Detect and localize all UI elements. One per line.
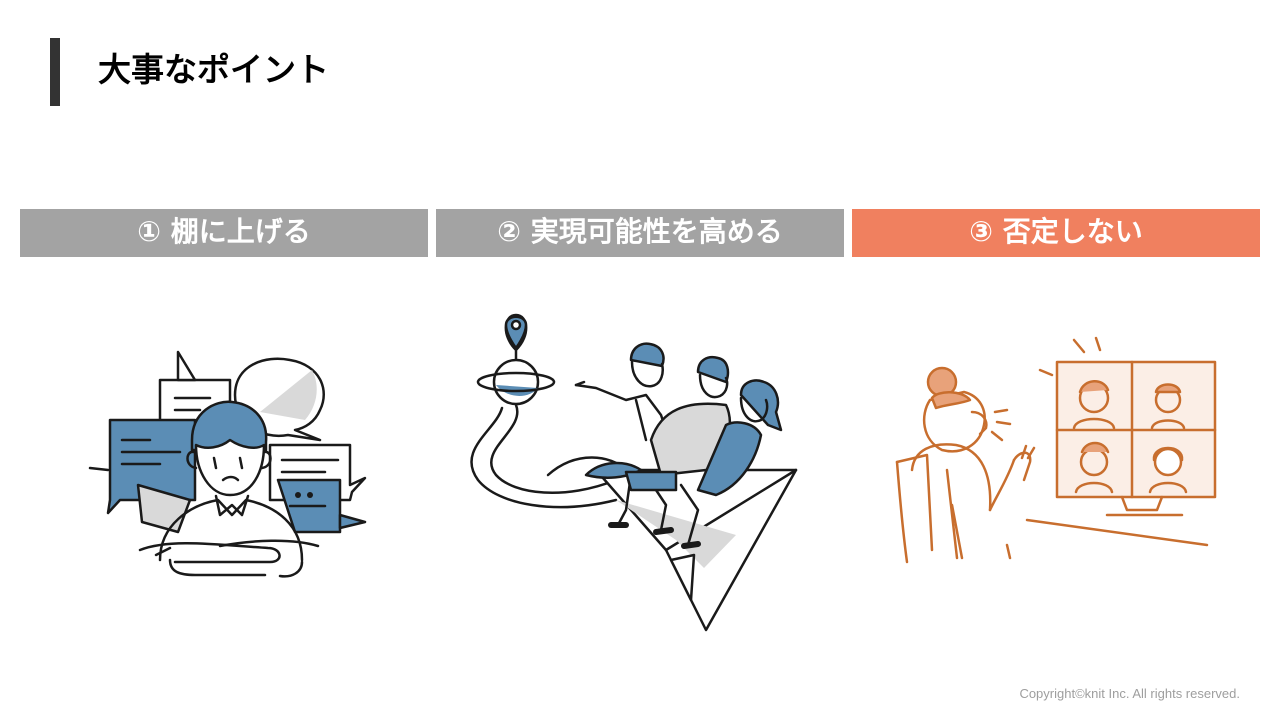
person-arms-crossed-illustration [20, 300, 428, 640]
team-paper-plane-illustration [436, 300, 844, 640]
page-title: 大事なポイント [98, 50, 329, 89]
copyright-text: Copyright©knit Inc. All rights reserved. [1019, 686, 1240, 701]
point-header-1: ① 棚に上げる [20, 209, 428, 257]
title-accent-bar [50, 38, 60, 106]
video-call-illustration [852, 300, 1260, 640]
point-header-3: ③ 否定しない [852, 209, 1260, 257]
point-header-2: ② 実現可能性を高める [436, 209, 844, 257]
